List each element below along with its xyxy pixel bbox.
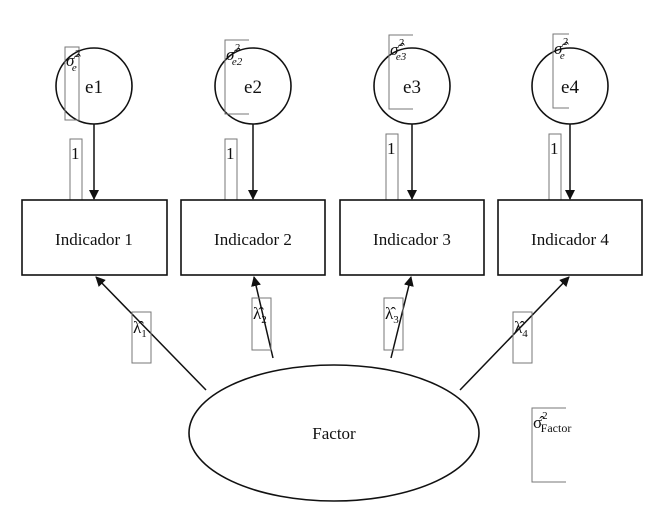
svg-text:Indicador 3: Indicador 3 bbox=[373, 230, 451, 249]
svg-text:1: 1 bbox=[226, 144, 235, 163]
loading-label-1: λ̂1 bbox=[131, 311, 152, 364]
svg-text:1: 1 bbox=[387, 139, 396, 158]
variance-label-box bbox=[224, 39, 249, 115]
factor-node: Factor bbox=[188, 364, 480, 502]
svg-text:λ̂4: λ̂4 bbox=[514, 318, 528, 340]
loading-path-2 bbox=[251, 276, 274, 359]
svg-text:λ̂3: λ̂3 bbox=[385, 304, 399, 326]
svg-text:σ̂2e3: σ̂2e3 bbox=[390, 37, 407, 63]
svg-text:σ̂2e2: σ̂2e2 bbox=[226, 42, 243, 68]
loading-label-2: λ̂2 bbox=[251, 297, 272, 351]
error-label: e3 bbox=[403, 77, 421, 98]
loading-label-4: λ̂4 bbox=[512, 311, 533, 364]
error-label: e1 bbox=[85, 77, 103, 98]
indicator-node-1: Indicador 1 bbox=[21, 199, 168, 276]
svg-text:Indicador 4: Indicador 4 bbox=[531, 230, 609, 249]
svg-text:Indicador 1: Indicador 1 bbox=[55, 230, 133, 249]
indicator-node-3: Indicador 3 bbox=[339, 199, 485, 276]
svg-text:Indicador 2: Indicador 2 bbox=[214, 230, 292, 249]
error-label: e2 bbox=[244, 77, 262, 98]
fixed-path-label-3: 1 bbox=[385, 133, 399, 209]
svg-text:1: 1 bbox=[71, 144, 80, 163]
svg-text:1: 1 bbox=[550, 139, 559, 158]
svg-text:Factor: Factor bbox=[312, 424, 356, 443]
loading-path-3 bbox=[390, 276, 414, 359]
loading-path-4 bbox=[459, 276, 570, 391]
variance-label-box bbox=[64, 46, 80, 121]
variance-label-box bbox=[388, 34, 413, 110]
fixed-path-label-4: 1 bbox=[548, 133, 562, 209]
error-label: e4 bbox=[561, 77, 579, 98]
indicator-node-4: Indicador 4 bbox=[497, 199, 643, 276]
svg-text:λ̂1: λ̂1 bbox=[133, 318, 147, 340]
variance-label-box bbox=[552, 33, 569, 109]
svg-text:λ̂2: λ̂2 bbox=[253, 304, 267, 326]
loading-label-3: λ̂3 bbox=[383, 297, 404, 351]
indicator-node-2: Indicador 2 bbox=[180, 199, 326, 276]
